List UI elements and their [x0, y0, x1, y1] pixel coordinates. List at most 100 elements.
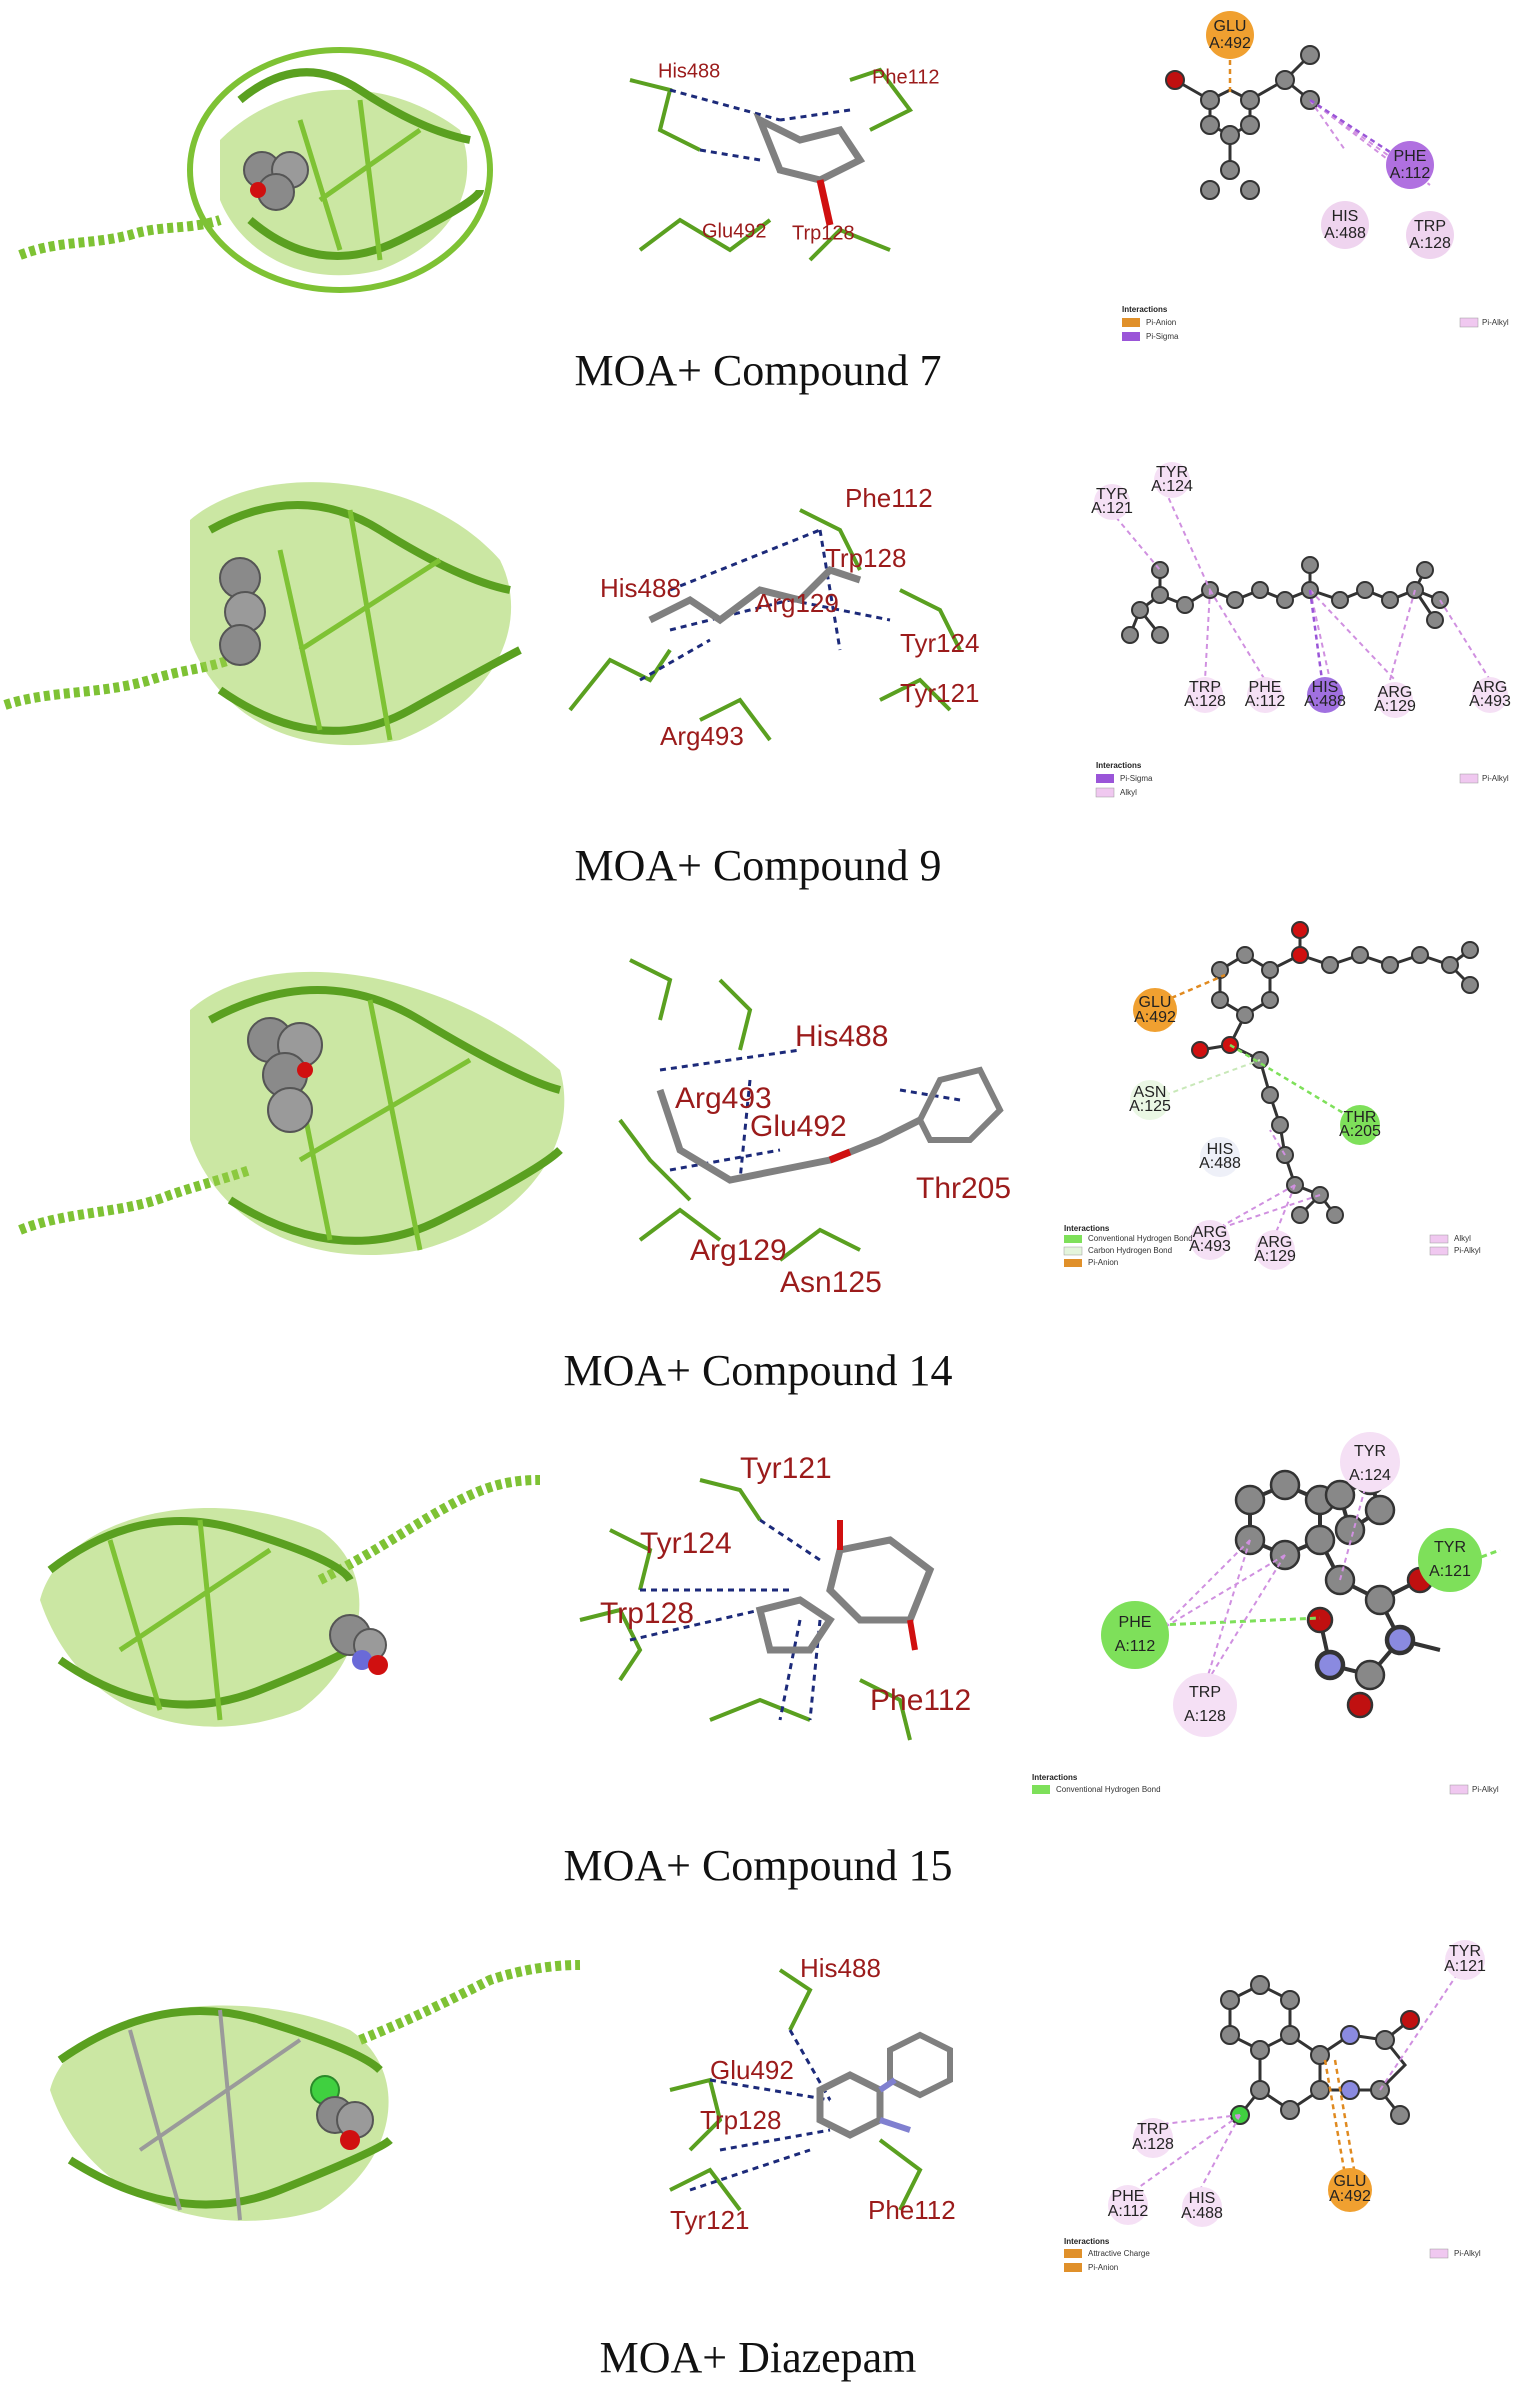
residue-node: HIS A:488: [1181, 2187, 1223, 2227]
residue-label: Phe112: [870, 1684, 971, 1717]
residue-circle: [1206, 11, 1254, 59]
legend-label: Pi-Anion: [1146, 318, 1176, 327]
interaction-2d-diagram: TYR A:124 TYR A:121 PHE A:112 TRP A:128: [1101, 1432, 1501, 1737]
residue-name: GLU: [1334, 2173, 1367, 2190]
residue-circle: [1187, 677, 1223, 713]
legend-swatch: [1064, 1235, 1082, 1243]
residue-circle: [1133, 2118, 1173, 2158]
legend-label: Pi-Anion: [1088, 1258, 1118, 1267]
interaction-3d-view: Tyr121 Tyr124 Trp128 Phe112: [579, 1452, 971, 1741]
residue-label: His488: [600, 573, 681, 603]
residue-chain: A:124: [1151, 478, 1193, 495]
row-caption: MOA+ Compound 14: [563, 1346, 953, 1395]
residue-node: PHE A:112: [1386, 141, 1434, 189]
residue-chain: A:124: [1349, 1467, 1391, 1484]
residue-circle: [1340, 1432, 1400, 1492]
residue-label: Arg493: [660, 721, 744, 751]
legend-swatch: [1429, 1246, 1449, 1256]
residue-chain: A:492: [1134, 1009, 1176, 1026]
residue-label: Arg493: [675, 1082, 772, 1115]
residue-chain: A:112: [1115, 1638, 1156, 1655]
residue-label: His488: [800, 1953, 881, 1983]
legend-swatch: [1064, 2249, 1082, 2258]
protein-structure-3d: [18, 47, 493, 293]
residue-node: TRP A:128: [1173, 1673, 1237, 1737]
row-caption: MOA+ Compound 15: [563, 1841, 953, 1890]
interaction-2d-diagram: TYR A:124 TYR A:121 TRP A:128 PHE A:112 …: [1091, 462, 1511, 798]
residue-circle: [1094, 484, 1130, 520]
residue-name: PHE: [1249, 679, 1282, 696]
residue-circle: [1307, 677, 1343, 713]
residue-node: GLU A:492: [1328, 2168, 1372, 2212]
residue-chain: A:112: [1390, 165, 1431, 182]
residue-chain: A:121: [1091, 500, 1133, 517]
interaction-3d-view: His488 Phe112 Glu492 Trp128: [629, 60, 939, 262]
legend-swatch: [1449, 1784, 1469, 1795]
residue-node: GLU A:492: [1206, 11, 1254, 59]
residue-name: PHE: [1119, 1614, 1152, 1631]
residue-chain: A:121: [1429, 1563, 1471, 1580]
residue-chain: A:488: [1199, 1155, 1241, 1172]
residue-circle: [1173, 1673, 1237, 1737]
residue-name: PHE: [1394, 148, 1427, 165]
residue-label: Arg129: [755, 588, 839, 618]
legend-label: Pi-Alkyl: [1472, 1785, 1499, 1794]
residue-node: ARG A:129: [1254, 1230, 1296, 1270]
residue-circle: [1445, 1940, 1485, 1980]
row-caption: MOA+ Compound 9: [574, 841, 942, 890]
legend: Interactions Conventional Hydrogen Bond …: [1032, 1773, 1499, 1795]
residue-label: Trp128: [792, 222, 855, 244]
legend-label: Pi-Alkyl: [1454, 1246, 1481, 1255]
residue-name: PHE: [1112, 2188, 1145, 2205]
residue-label: Tyr121: [670, 2205, 750, 2235]
residue-chain: A:129: [1374, 698, 1416, 715]
residue-node: ARG A:493: [1189, 1220, 1231, 1260]
residue-name: TYR: [1354, 1443, 1386, 1460]
residue-label: Glu492: [702, 220, 767, 242]
legend-swatch: [1459, 317, 1479, 328]
residue-circle: [1386, 141, 1434, 189]
legend-label: Pi-Anion: [1088, 2263, 1118, 2272]
residue-circle: [1101, 1601, 1169, 1669]
residue-name: HIS: [1189, 2190, 1216, 2207]
legend: Interactions Pi-Anion Pi-Sigma Pi-Alkyl: [1122, 305, 1509, 341]
protein-structure-3d: [50, 1960, 581, 2221]
residue-circle: [1255, 1230, 1295, 1270]
residue-node: ARG A:129: [1374, 682, 1416, 718]
protein-structure-3d: [40, 1475, 541, 1727]
residue-node: HIS A:488: [1199, 1137, 1241, 1177]
legend-title: Interactions: [1064, 1225, 1110, 1233]
legend: Interactions Attractive Charge Pi-Anion …: [1064, 2237, 1481, 2272]
residue-node: TYR A:124: [1151, 462, 1193, 498]
legend-swatch: [1064, 2263, 1082, 2272]
residue-chain: A:492: [1209, 35, 1251, 52]
residue-name: THR: [1344, 1109, 1377, 1126]
residue-name: TYR: [1156, 464, 1188, 481]
row-diazepam: His488 Glu492 Trp128 Tyr121 Phe112 TYR A…: [0, 1920, 1516, 2396]
interaction-2d-diagram: TYR A:121 TRP A:128 PHE A:112 HIS A:488 …: [1064, 1940, 1486, 2272]
residue-node: TRP A:128: [1184, 677, 1226, 713]
residue-name: GLU: [1214, 18, 1247, 35]
legend-swatch: [1095, 787, 1115, 798]
legend-swatch: [1096, 774, 1114, 783]
residue-name: TRP: [1414, 218, 1446, 235]
residue-name: HIS: [1312, 679, 1339, 696]
residue-name: TYR: [1449, 1943, 1481, 1960]
residue-chain: A:121: [1444, 1958, 1486, 1975]
interaction-2d-diagram: GLU A:492 PHE A:112 HIS A:488 TRP A:128 …: [1122, 11, 1509, 341]
row-compound-14: His488 Arg493 Glu492 Thr205 Arg129 Asn12…: [0, 910, 1516, 1400]
legend-label: Conventional Hydrogen Bond: [1056, 1785, 1161, 1794]
residue-name: TYR: [1096, 486, 1128, 503]
residue-label: Tyr124: [900, 628, 980, 658]
protein-structure-3d: [18, 971, 565, 1256]
residue-circle: [1200, 1137, 1240, 1177]
residue-label: Glu492: [750, 1110, 847, 1143]
residue-label: His488: [658, 60, 720, 82]
residue-node: THR A:205: [1339, 1105, 1381, 1145]
legend-swatch: [1032, 1785, 1050, 1794]
residue-name: ARG: [1258, 1234, 1293, 1251]
residue-circle: [1377, 682, 1413, 718]
residue-node: PHE A:112: [1101, 1601, 1169, 1669]
residue-node: TYR A:124: [1340, 1432, 1400, 1492]
residue-chain: A:492: [1329, 2188, 1371, 2205]
